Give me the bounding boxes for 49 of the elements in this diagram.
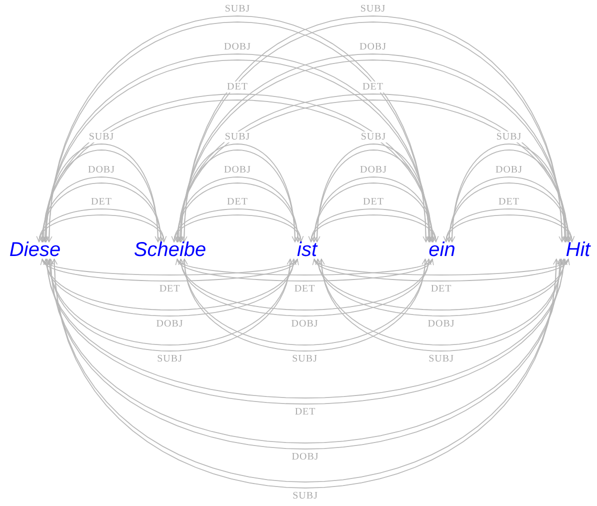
edge-label: SUBJ bbox=[428, 354, 455, 364]
edge-label: DET bbox=[158, 284, 182, 294]
arrow bbox=[42, 258, 299, 276]
arrow bbox=[40, 258, 298, 282]
word: Hit bbox=[566, 239, 590, 261]
arrow bbox=[314, 258, 570, 276]
arrow bbox=[171, 208, 302, 242]
arrow bbox=[443, 208, 572, 242]
edge-label: DET bbox=[498, 196, 520, 208]
edge-label: DET bbox=[90, 196, 113, 208]
word: Diese bbox=[9, 239, 61, 261]
edge-label: SUBJ bbox=[156, 354, 184, 364]
word: ein bbox=[428, 239, 456, 261]
arrow bbox=[310, 214, 439, 242]
edge-label: DOBJ bbox=[223, 164, 252, 176]
edge-label: DOBJ bbox=[494, 164, 524, 176]
arrow bbox=[176, 258, 434, 276]
edge-label: SUBJ bbox=[224, 132, 252, 142]
edge-label: DOBJ bbox=[358, 42, 388, 52]
arrow bbox=[36, 208, 164, 242]
edge-label: SUBJ bbox=[224, 4, 252, 14]
edge-label: SUBJ bbox=[291, 354, 318, 364]
arrow bbox=[174, 214, 304, 242]
edge-label: DOBJ bbox=[426, 318, 456, 330]
edge-label: DOBJ bbox=[155, 318, 184, 330]
arrow bbox=[312, 258, 569, 282]
edge-label: DOBJ bbox=[290, 452, 320, 462]
edge-label: DOBJ bbox=[223, 42, 252, 52]
arrow bbox=[308, 208, 436, 242]
edge-label: DET bbox=[362, 196, 385, 208]
edge-label: SUBJ bbox=[360, 132, 388, 142]
edge-label: DET bbox=[226, 196, 249, 208]
edge-label: DOBJ bbox=[87, 164, 116, 176]
arrow bbox=[38, 214, 167, 242]
edge-label: DOBJ bbox=[290, 318, 320, 330]
edge-label: SUBJ bbox=[88, 132, 116, 142]
edge-label: SUBJ bbox=[292, 490, 319, 502]
word: ist bbox=[297, 239, 317, 261]
edge-label: SUBJ bbox=[495, 132, 523, 142]
word: Scheibe bbox=[134, 239, 206, 261]
edge-label: DET bbox=[362, 82, 384, 92]
edge-label: DET bbox=[430, 284, 453, 294]
edge-label: DET bbox=[226, 82, 249, 92]
edge-label: DET bbox=[293, 284, 316, 294]
edge-label: DET bbox=[294, 406, 317, 418]
arrow bbox=[175, 258, 433, 282]
arrow bbox=[446, 214, 575, 242]
edge-label: DOBJ bbox=[359, 164, 388, 176]
edge-label: SUBJ bbox=[359, 4, 387, 14]
